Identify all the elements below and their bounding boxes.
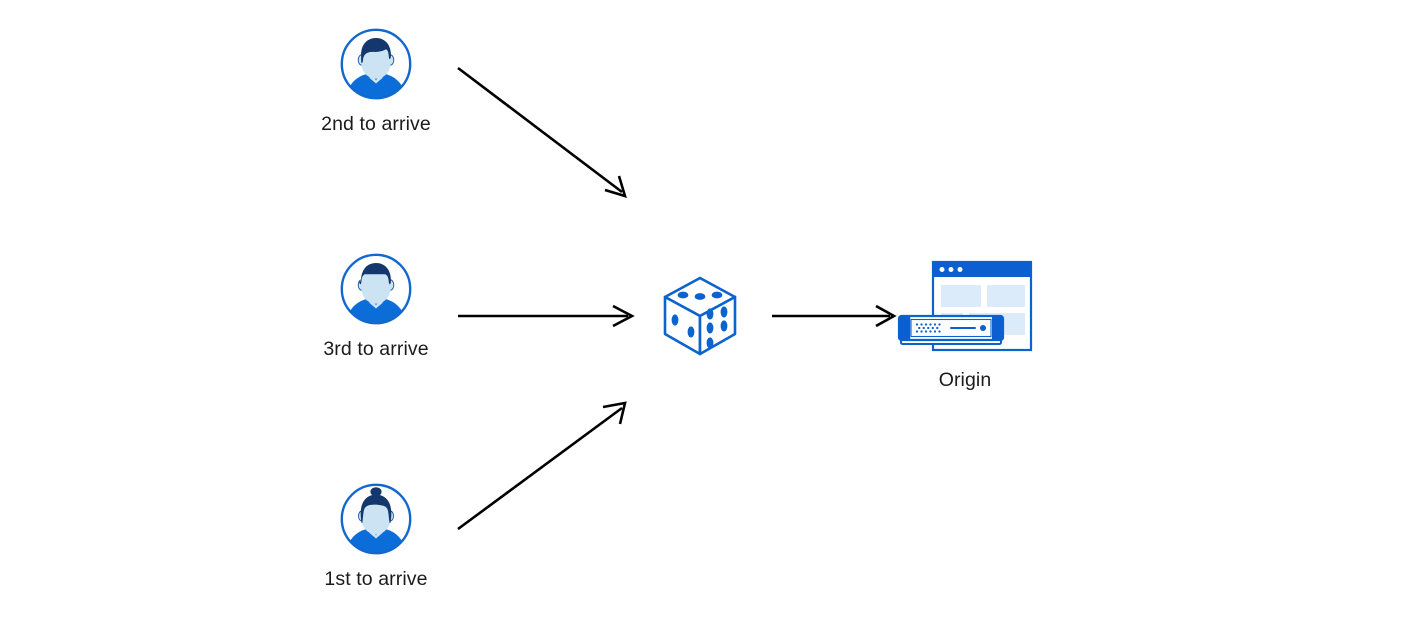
user-avatar-male-icon — [338, 251, 414, 327]
random-balancer-node[interactable] — [655, 270, 745, 360]
client-node-middle[interactable]: 3rd to arrive — [286, 251, 466, 361]
client-node-top[interactable]: 2nd to arrive — [286, 26, 466, 136]
origin-node[interactable]: Origin — [895, 258, 1035, 392]
client-label-bottom: 1st to arrive — [324, 568, 428, 590]
user-avatar-female-icon — [338, 481, 414, 557]
origin-server-icon — [895, 258, 1035, 362]
arrow-client-bottom-to-balancer — [457, 401, 627, 531]
server-device-shape — [897, 314, 1005, 345]
client-label-middle: 3rd to arrive — [323, 338, 429, 360]
origin-label: Origin — [938, 369, 992, 391]
arrow-client-middle-to-balancer — [458, 304, 635, 328]
arrow-balancer-to-origin — [772, 304, 897, 328]
user-avatar-male-icon — [338, 26, 414, 102]
client-node-bottom[interactable]: 1st to arrive — [286, 481, 466, 591]
client-label-top: 2nd to arrive — [321, 113, 431, 135]
arrow-client-top-to-balancer — [457, 66, 627, 198]
dice-icon — [655, 270, 745, 360]
